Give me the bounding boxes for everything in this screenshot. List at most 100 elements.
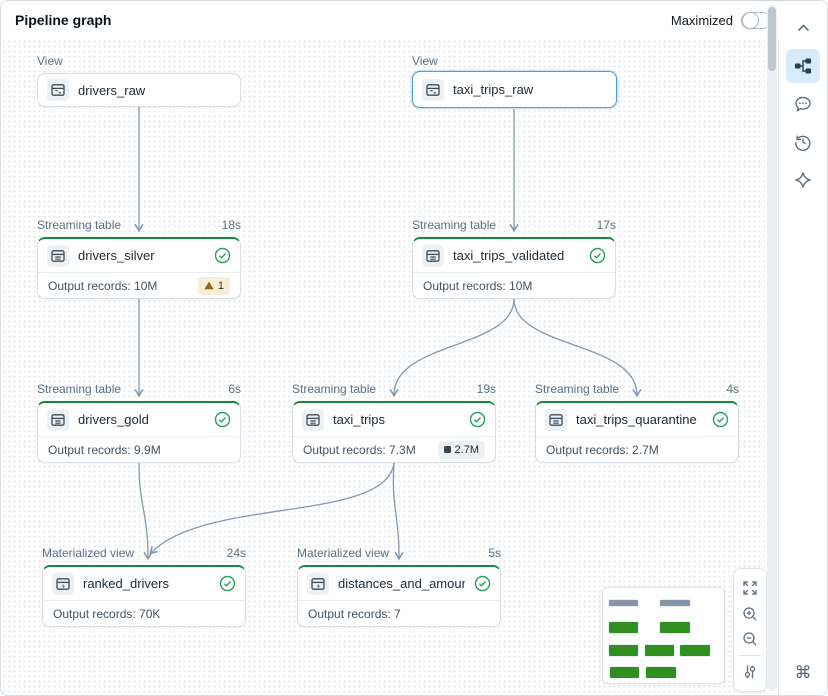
- duration-text: 4s: [726, 382, 739, 396]
- node-name: taxi_trips_quarantine: [576, 412, 697, 427]
- duration-text: 24s: [226, 546, 246, 560]
- streaming-table-icon: [302, 408, 324, 431]
- minimap-node: [660, 622, 690, 633]
- minimap-node: [660, 600, 690, 606]
- success-check-icon: [469, 411, 486, 428]
- type-text: Materialized view: [297, 546, 390, 560]
- success-check-icon: [474, 575, 491, 592]
- node-type-label: Materialized view 24s: [42, 546, 246, 560]
- graph-display-settings-button[interactable]: [737, 659, 763, 685]
- duration-text: 5s: [488, 546, 501, 560]
- node-name: drivers_gold: [78, 412, 149, 427]
- zoom-out-icon: [743, 632, 757, 646]
- streaming-table-icon: [422, 244, 444, 267]
- sidebar-item-run-history[interactable]: [786, 125, 820, 159]
- type-text: View: [412, 54, 438, 68]
- maximized-toggle[interactable]: [741, 11, 771, 29]
- minimap-node: [646, 667, 676, 678]
- minimap-node: [680, 645, 710, 656]
- node-name: ranked_drivers: [83, 576, 169, 591]
- view-table-icon: [47, 79, 69, 101]
- node-taxi_trips[interactable]: taxi_trips Output records: 7.3M 2.7M: [292, 401, 496, 463]
- view-table-icon: [422, 78, 444, 101]
- scrollbar-thumb[interactable]: [768, 7, 776, 71]
- streaming-table-icon: [545, 408, 567, 431]
- panel-header: Pipeline graph Maximized: [1, 1, 779, 39]
- sliders-icon: [744, 665, 756, 679]
- type-text: View: [37, 54, 63, 68]
- node-drivers_raw[interactable]: drivers_raw: [37, 73, 241, 107]
- type-text: Streaming table: [37, 382, 122, 396]
- type-text: Streaming table: [37, 218, 122, 232]
- sidebar-item-assistant[interactable]: [786, 163, 820, 197]
- node-name: taxi_trips_validated: [453, 248, 565, 263]
- node-type-label: View: [37, 54, 241, 68]
- node-ranked_drivers[interactable]: ranked_drivers Output records: 70K: [42, 565, 246, 627]
- dropped-records-badge[interactable]: 2.7M: [437, 440, 485, 459]
- warning-triangle-icon: [204, 281, 214, 290]
- output-records: Output records: 2.7M: [546, 442, 659, 457]
- sidebar-item-comments[interactable]: [786, 87, 820, 121]
- controls-divider: [739, 655, 761, 657]
- node-type-label: View: [412, 54, 617, 68]
- node-taxi_trips_validated[interactable]: taxi_trips_validated Output records: 10M: [412, 237, 616, 299]
- node-type-label: Streaming table 4s: [535, 382, 739, 396]
- duration-text: 17s: [596, 218, 616, 232]
- type-text: Streaming table: [535, 382, 620, 396]
- badge-count: 1: [217, 279, 224, 292]
- sidebar-item-pipeline-graph[interactable]: [786, 49, 820, 83]
- chevron-up-icon: [797, 24, 809, 32]
- node-type-label: Streaming table 18s: [37, 218, 241, 232]
- output-records: Output records: 10M: [423, 278, 533, 293]
- streaming-table-icon: [47, 244, 69, 267]
- vertical-scrollbar: [767, 5, 777, 691]
- node-type-label: Materialized view 5s: [297, 546, 501, 560]
- comments-icon: [795, 96, 811, 112]
- command-shortcut-icon[interactable]: ⌘: [794, 663, 812, 683]
- fit-to-screen-icon: [743, 581, 757, 595]
- minimap[interactable]: [602, 587, 725, 684]
- right-sidebar: ⌘: [778, 1, 827, 695]
- toggle-knob: [742, 11, 759, 29]
- output-records: Output records: 7.3M: [303, 442, 416, 457]
- node-taxi_trips_raw[interactable]: taxi_trips_raw: [412, 71, 617, 108]
- minimap-node: [609, 600, 638, 606]
- success-check-icon: [712, 411, 729, 428]
- success-check-icon: [214, 411, 231, 428]
- dropped-square-icon: [443, 446, 451, 453]
- zoom-in-icon: [743, 606, 757, 621]
- materialized-view-icon: [307, 572, 329, 595]
- output-records: Output records: 7: [308, 606, 401, 621]
- history-clock-icon: [795, 135, 811, 151]
- expectations-warning-badge[interactable]: 1: [197, 276, 230, 295]
- node-taxi_trips_quarantine[interactable]: taxi_trips_quarantine Output records: 2.…: [535, 401, 739, 463]
- node-drivers_silver[interactable]: drivers_silver Output records: 10M 1: [37, 237, 241, 299]
- graph-panel: Pipeline graph Maximized View: [1, 1, 779, 695]
- success-check-icon: [589, 247, 606, 264]
- node-drivers_gold[interactable]: drivers_gold Output records: 9.9M: [37, 401, 241, 463]
- pipeline-graph-icon: [795, 58, 811, 74]
- canvas-controls: [733, 568, 767, 692]
- duration-text: 18s: [221, 218, 241, 232]
- duration-text: 19s: [476, 382, 496, 396]
- collapse-panel-button[interactable]: [786, 11, 820, 45]
- output-records: Output records: 9.9M: [48, 442, 161, 457]
- minimap-node: [645, 645, 674, 656]
- zoom-out-button[interactable]: [737, 627, 763, 653]
- minimap-node: [609, 645, 638, 656]
- node-name: drivers_raw: [78, 82, 146, 98]
- type-text: Materialized view: [42, 546, 135, 560]
- node-name: distances_and_amounts_b...: [338, 576, 465, 591]
- node-distances_and_amounts[interactable]: distances_and_amounts_b... Output record…: [297, 565, 501, 627]
- output-records: Output records: 10M: [48, 278, 158, 293]
- assistant-sparkle-icon: [795, 172, 811, 188]
- maximized-label: Maximized: [670, 12, 733, 28]
- output-records: Output records: 70K: [53, 606, 161, 621]
- zoom-in-button[interactable]: [737, 601, 763, 627]
- badge-count: 2.7M: [454, 443, 479, 456]
- fit-to-screen-button[interactable]: [737, 575, 763, 601]
